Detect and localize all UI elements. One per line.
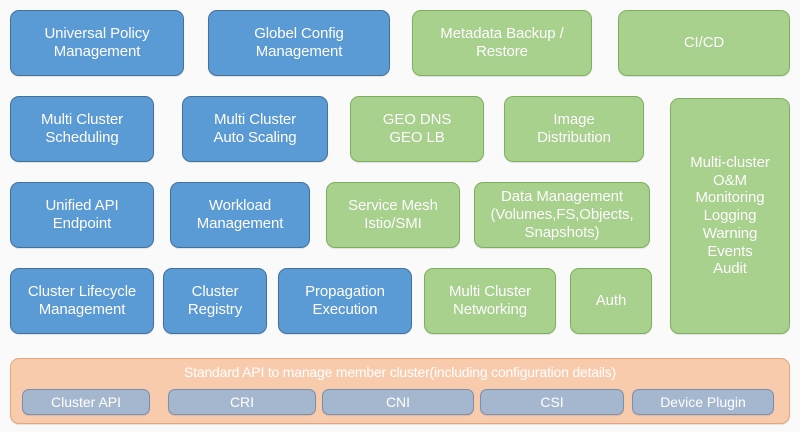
standard-api-band-title: Standard API to manage member cluster(in… — [184, 364, 616, 380]
box-metadata-backup-restore: Metadata Backup / Restore — [412, 10, 592, 76]
box-ci-cd: CI/CD — [618, 10, 790, 76]
box-unified-api-endpoint: Unified API Endpoint — [10, 182, 154, 248]
box-image-distribution: Image Distribution — [504, 96, 644, 162]
box-multi-cluster-scheduling: Multi Cluster Scheduling — [10, 96, 154, 162]
box-data-management-volumes-fs-objects-snaps: Data Management (Volumes,FS,Objects, Sna… — [474, 182, 650, 248]
chip-cni: CNI — [322, 389, 474, 415]
box-multi-cluster-o-m-monitoring-logging-war: Multi-cluster O&M Monitoring Logging War… — [670, 98, 790, 334]
box-auth: Auth — [570, 268, 652, 334]
chip-cri: CRI — [168, 389, 316, 415]
box-multi-cluster-auto-scaling: Multi Cluster Auto Scaling — [182, 96, 328, 162]
box-propagation-execution: Propagation Execution — [278, 268, 412, 334]
box-globel-config-management: Globel Config Management — [208, 10, 390, 76]
chip-cluster-api: Cluster API — [22, 389, 150, 415]
chip-csi: CSI — [480, 389, 624, 415]
box-service-mesh-istio-smi: Service Mesh Istio/SMI — [326, 182, 460, 248]
box-geo-dns-geo-lb: GEO DNS GEO LB — [350, 96, 484, 162]
chip-device-plugin: Device Plugin — [632, 389, 774, 415]
box-workload-management: Workload Management — [170, 182, 310, 248]
box-universal-policy-management: Universal Policy Management — [10, 10, 184, 76]
box-cluster-lifecycle-management: Cluster Lifecycle Management — [10, 268, 154, 334]
box-multi-cluster-networking: Multi Cluster Networking — [424, 268, 556, 334]
box-cluster-registry: Cluster Registry — [163, 268, 267, 334]
